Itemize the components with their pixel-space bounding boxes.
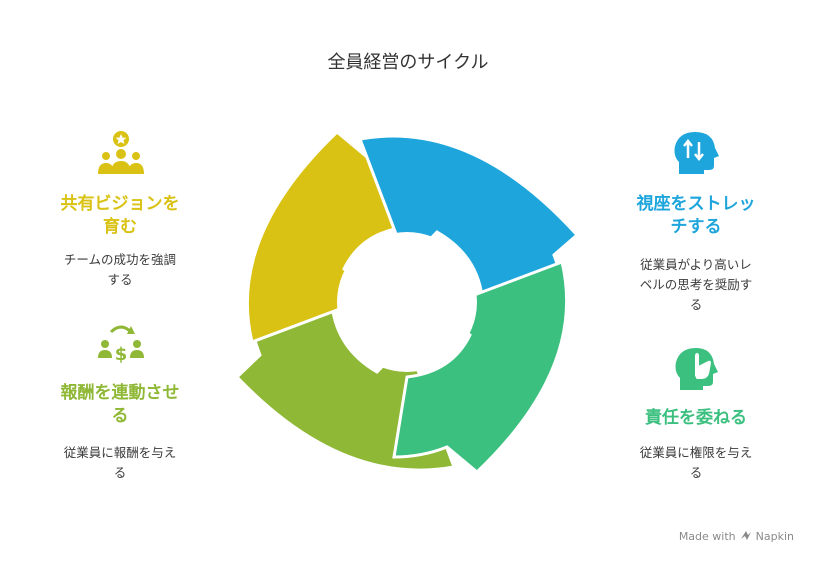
diagram-title: 全員経営のサイクル (327, 52, 489, 73)
team-star-icon (95, 128, 147, 184)
stretch-heading: 視座をストレッ チする (636, 194, 756, 237)
reward-description: 従業員に報酬を与え る (63, 445, 177, 480)
stretch-description: 従業員がより高いレ ベルの思考を奨励す る (639, 257, 753, 312)
money-cycle-icon: $ (95, 320, 147, 370)
delegate-heading: 責任を委ねる (645, 408, 747, 428)
delegate-description: 従業員に権限を与え る (639, 445, 753, 480)
footer-made-with: Made with (678, 530, 736, 543)
napkin-logo-icon (740, 529, 752, 544)
hand-head-icon (672, 344, 722, 398)
svg-text:$: $ (115, 344, 128, 365)
reward-heading: 報酬を連動させ る (60, 383, 180, 426)
napkin-watermark: Made with Napkin (679, 529, 794, 544)
vision-description: チームの成功を強調 する (63, 252, 177, 287)
vision-heading: 共有ビジョンを 育む (60, 194, 180, 237)
cycle-diagram (234, 129, 580, 475)
cycle-arrow-delegate (392, 259, 569, 475)
head-arrows-icon (671, 128, 721, 182)
footer-brand: Napkin (755, 530, 794, 543)
